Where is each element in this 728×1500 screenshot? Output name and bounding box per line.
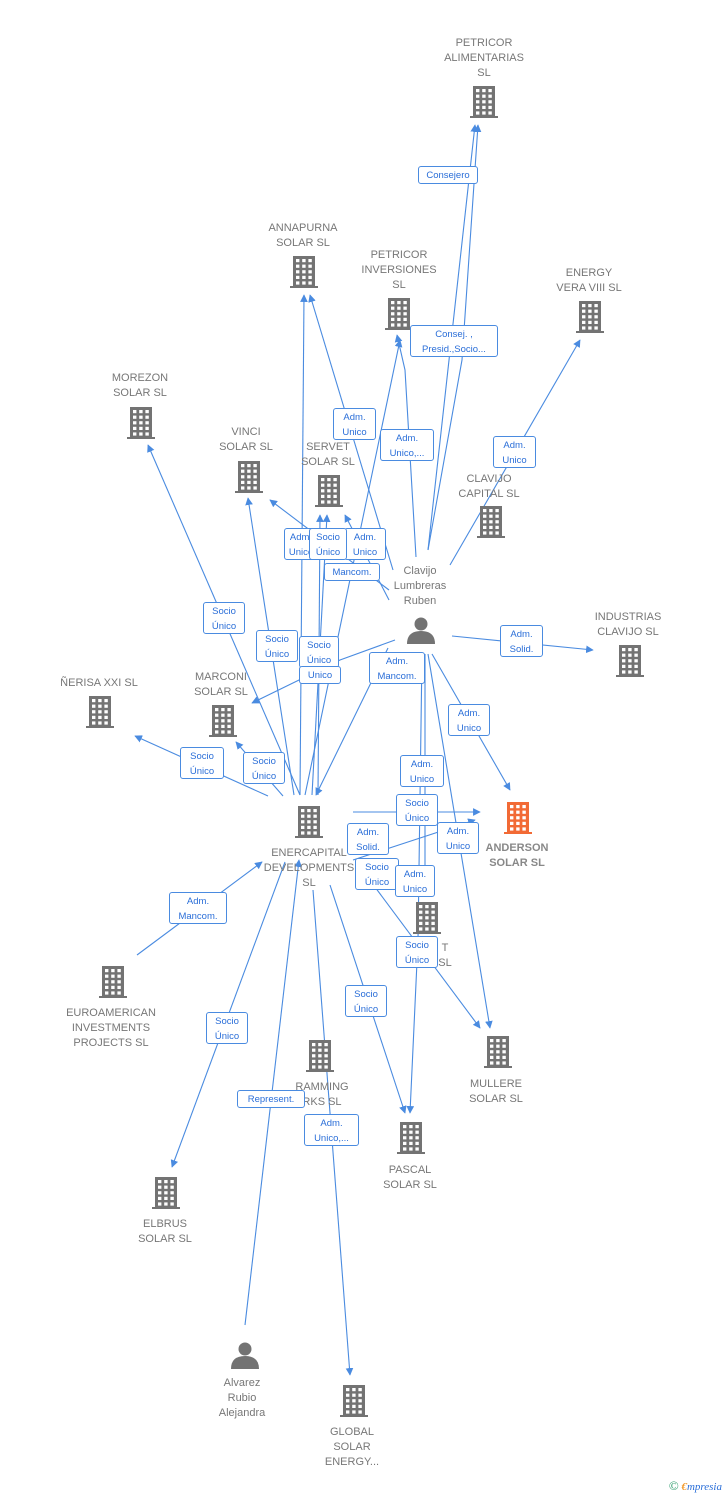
node-label[interactable]: MULLERE SOLAR SL (469, 1078, 523, 1105)
building-icon[interactable] (306, 1040, 334, 1072)
edge-label[interactable]: Adm. Unico,... (304, 1114, 359, 1146)
building-icon[interactable] (209, 705, 237, 737)
person-icon[interactable] (231, 1342, 259, 1370)
edge-label[interactable]: Adm. Unico (333, 408, 376, 440)
building-icon[interactable] (484, 1036, 512, 1068)
empresia-watermark: © €mpresia (669, 1478, 722, 1494)
edge-label[interactable]: Adm. Unico,... (380, 429, 434, 461)
building-icon[interactable] (470, 86, 498, 118)
building-icon[interactable] (504, 802, 532, 834)
node-label[interactable]: ÑERISA XXI SL (60, 677, 138, 689)
node-layer (86, 86, 644, 1417)
person-icon[interactable] (407, 617, 435, 645)
edge-label[interactable]: Socio Único (206, 1012, 248, 1044)
edge-label[interactable]: Adm. Mancom. (169, 892, 227, 924)
building-icon[interactable] (127, 407, 155, 439)
building-icon[interactable] (235, 461, 263, 493)
node-label[interactable]: MARCONI SOLAR SL (194, 671, 248, 698)
edge-label[interactable]: Adm. Solid. (500, 625, 543, 657)
edge-line (427, 124, 482, 551)
edge-label[interactable]: Mancom. (324, 563, 380, 581)
edge-label[interactable]: Adm. Mancom. (369, 652, 425, 684)
edge-label[interactable]: Socio Único (203, 602, 245, 634)
node-label[interactable]: SERVET SOLAR SL (301, 441, 355, 468)
node-label[interactable]: ANDERSON SOLAR SL (485, 842, 549, 869)
edge-label[interactable]: Socio Único (396, 794, 438, 826)
node-label[interactable]: T SL (438, 942, 452, 969)
building-icon[interactable] (477, 506, 505, 538)
edge-label[interactable]: Socio Único (180, 747, 224, 779)
copyright-symbol: © (668, 1478, 679, 1493)
building-icon[interactable] (340, 1385, 368, 1417)
edge-label[interactable]: Unico (299, 666, 341, 684)
building-icon[interactable] (290, 256, 318, 288)
edge-label[interactable]: Consejero (418, 166, 478, 184)
edge-label[interactable]: Adm. Unico (400, 755, 444, 787)
edge-label[interactable]: Socio Único (256, 630, 298, 662)
node-label[interactable]: MOREZON SOLAR SL (111, 372, 169, 399)
edge-label[interactable]: Consej. , Presid.,Socio... (410, 325, 498, 357)
node-label[interactable]: EUROAMERICAN INVESTMENTS PROJECTS SL (66, 1007, 156, 1049)
node-label[interactable]: ENERCAPITAL DEVELOPMENTS SL (263, 847, 355, 889)
building-icon[interactable] (295, 806, 323, 838)
building-icon[interactable] (616, 645, 644, 677)
node-label[interactable]: PETRICOR ALIMENTARIAS SL (444, 37, 524, 79)
edge-line (251, 639, 396, 704)
building-icon[interactable] (152, 1177, 180, 1209)
building-icon[interactable] (576, 301, 604, 333)
brand-name: mpresia (686, 1481, 722, 1493)
edge-label[interactable]: Adm. Unico (395, 865, 435, 897)
node-label[interactable]: PASCAL SOLAR SL (383, 1164, 437, 1191)
node-label[interactable]: ENERGY VERA VIII SL (556, 267, 622, 294)
building-icon[interactable] (413, 902, 441, 934)
node-label[interactable]: Clavijo Lumbreras Ruben (393, 565, 447, 607)
edge-label[interactable]: Adm. Unico (448, 704, 490, 736)
edge-label[interactable]: Socio Único (355, 858, 399, 890)
edge-label[interactable]: Socio Único (396, 936, 438, 968)
node-label[interactable]: ELBRUS SOLAR SL (138, 1218, 192, 1245)
building-icon[interactable] (397, 1122, 425, 1154)
node-label[interactable]: RAMMING RKS SL (295, 1081, 349, 1108)
edge-label[interactable]: Socio Único (345, 985, 387, 1017)
building-icon[interactable] (385, 298, 413, 330)
building-icon[interactable] (99, 966, 127, 998)
node-label[interactable]: Alvarez Rubio Alejandra (218, 1377, 266, 1419)
edge-label[interactable]: Adm. Unico (493, 436, 536, 468)
edge-label[interactable]: Adm. Solid. (347, 823, 389, 855)
node-label[interactable]: PETRICOR INVERSIONES SL (361, 249, 437, 291)
edge-label[interactable]: Adm. Unico (437, 822, 479, 854)
node-label[interactable]: VINCI SOLAR SL (219, 426, 273, 453)
node-label[interactable]: CLAVIJO CAPITAL SL (458, 473, 520, 500)
building-icon[interactable] (86, 696, 114, 728)
edge-label[interactable]: Socio Único (299, 636, 339, 668)
node-label[interactable]: ANNAPURNA SOLAR SL (268, 222, 338, 249)
node-label[interactable]: INDUSTRIAS CLAVIJO SL (594, 611, 662, 638)
node-label[interactable]: GLOBAL SOLAR ENERGY... (324, 1426, 380, 1468)
building-icon[interactable] (315, 475, 343, 507)
edge-label[interactable]: Socio Único (309, 528, 347, 560)
edge-label[interactable]: Socio Único (243, 752, 285, 784)
edge-label[interactable]: Represent. (237, 1090, 305, 1108)
edge-label[interactable]: Adm. Unico (344, 528, 386, 560)
brand-initial: € (681, 1481, 687, 1493)
